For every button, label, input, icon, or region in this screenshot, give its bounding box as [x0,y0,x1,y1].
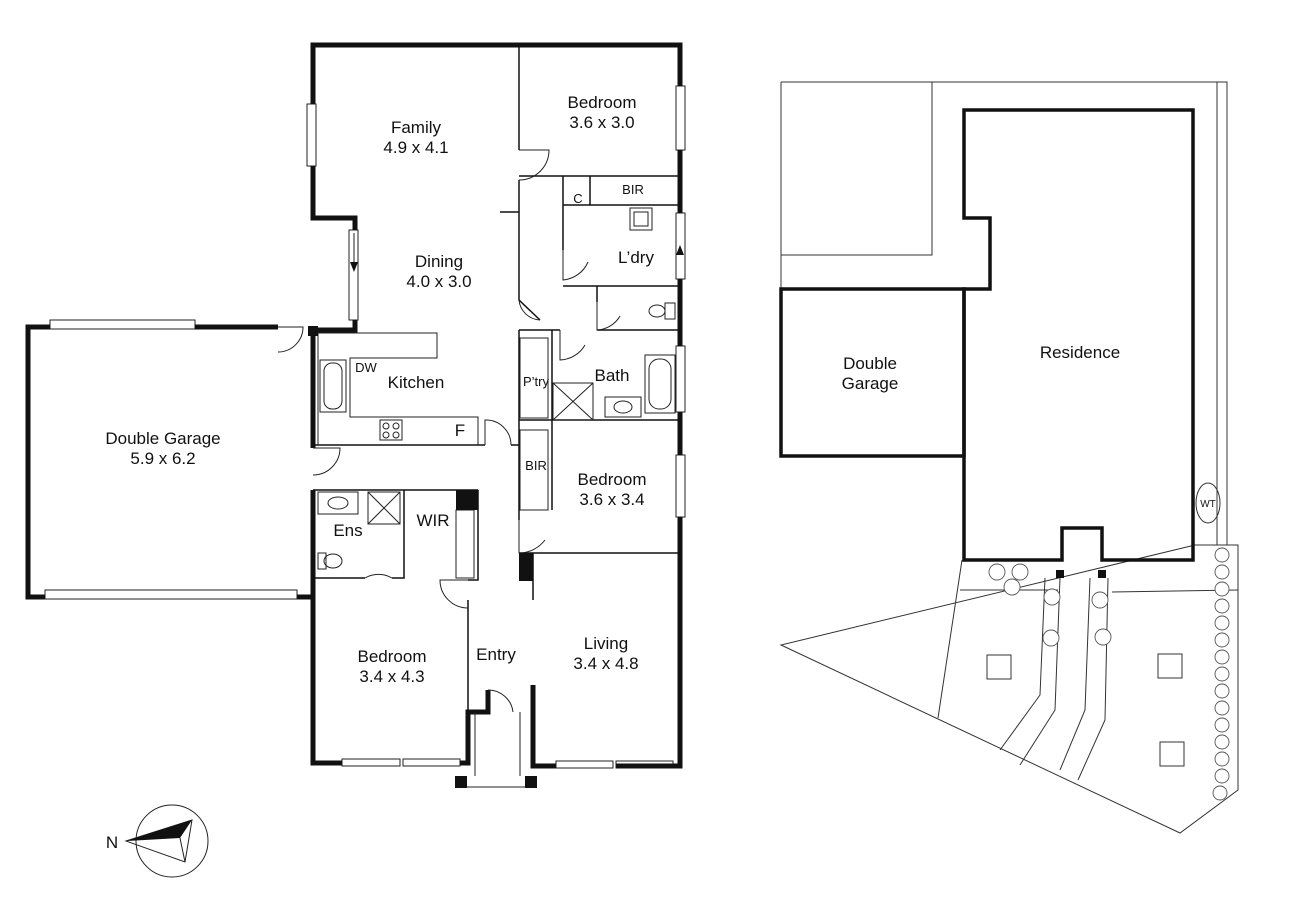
garage-dims: 5.9 x 6.2 [130,449,195,468]
bedroom-ne-dims: 3.6 x 3.0 [569,113,634,132]
living-dims: 3.4 x 4.8 [573,654,638,673]
residence-footprint [962,108,1195,562]
living-label: Living [584,634,628,653]
bedroom-ne-label: Bedroom [568,93,637,112]
shrub-icons [988,547,1230,801]
pantry-label: P’try [523,374,550,389]
compass-north-label: N [106,833,118,852]
columns [308,326,537,788]
dishwasher-label: DW [355,360,377,375]
family-label: Family [391,118,442,137]
site-garage-label-line1: Double [843,354,897,373]
exterior-walls [25,42,683,769]
wir-label: WIR [416,511,449,530]
garage-footprint [779,287,966,458]
residence-label: Residence [1040,343,1120,362]
garage-label: Double Garage [105,429,220,448]
entry-label: Entry [476,645,516,664]
laundry-label: L’dry [618,248,654,267]
bir-mid-label: BIR [525,458,547,473]
bir-top-label: BIR [622,182,644,197]
bedroom-mid-dims: 3.6 x 3.4 [579,490,644,509]
site-boundary [779,81,1239,834]
ensuite-label: Ens [333,521,362,540]
family-dims: 4.9 x 4.1 [383,138,448,157]
water-tank-icon [1195,482,1221,524]
room-labels: Family 4.9 x 4.1 Bedroom 3.6 x 3.0 BIR C… [105,93,654,686]
bath-label: Bath [595,366,630,385]
bedroom-sw-dims: 3.4 x 4.3 [359,667,424,686]
windows [44,85,686,769]
interior-walls [312,45,680,712]
cupboard-label: C [573,191,582,206]
house-floor-plan: Family 4.9 x 4.1 Bedroom 3.6 x 3.0 BIR C… [25,42,686,878]
door-swings [277,149,621,713]
wet-area-fixtures [317,207,676,579]
dining-label: Dining [415,252,463,271]
kitchen-label: Kitchen [388,373,445,392]
dining-dims: 4.0 x 3.0 [406,272,471,291]
bedroom-mid-label: Bedroom [578,470,647,489]
north-compass-icon: N [106,804,209,878]
water-tank-label: WT [1200,499,1216,510]
site-garage-label-line2: Garage [842,374,899,393]
site-plan: WT Double Garage Resid [779,81,1239,834]
kitchen-benches [317,332,479,445]
bedroom-sw-label: Bedroom [358,647,427,666]
fridge-label: F [455,421,465,440]
